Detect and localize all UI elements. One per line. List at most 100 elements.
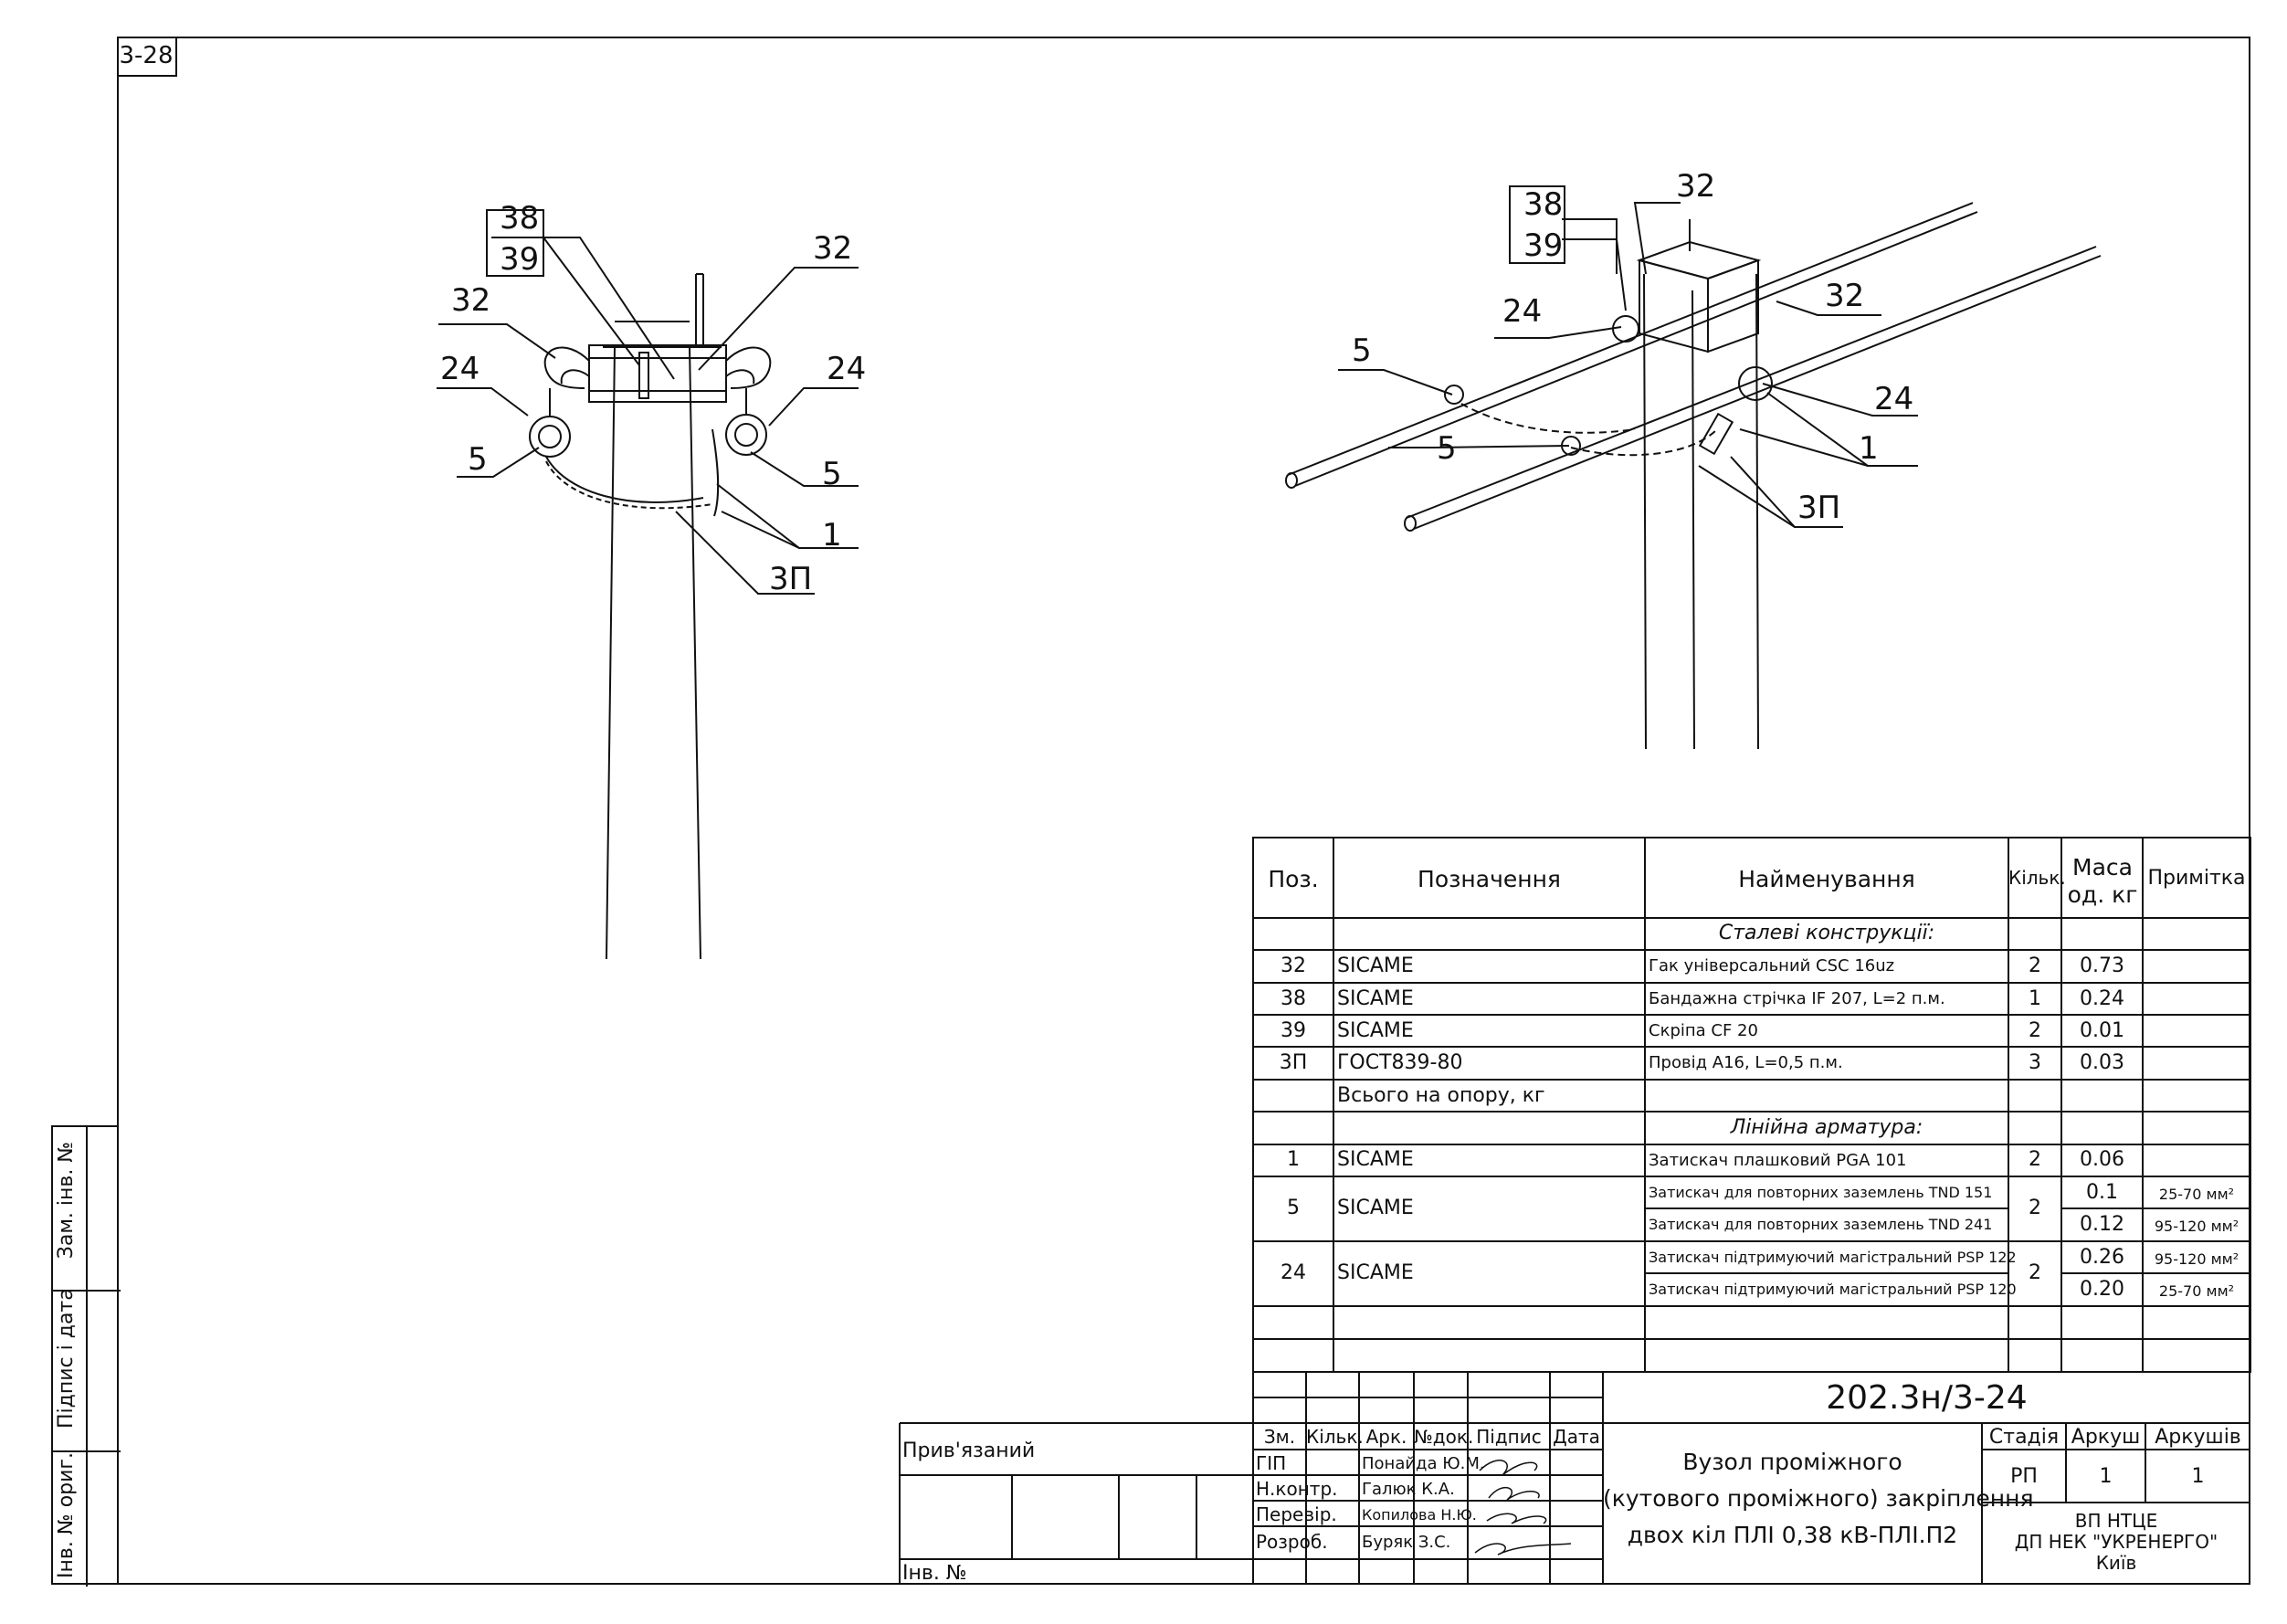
cell-designation: SICAME [1337, 954, 1414, 977]
cell-name: Затискач плашковий PGA 101 [1649, 1151, 1907, 1170]
left-callout-1: 1 [822, 517, 842, 554]
cell-mass: 0.03 [2080, 1051, 2124, 1074]
col-name-header: Найменування [1738, 866, 1915, 892]
sheets-value: 1 [2191, 1465, 2205, 1488]
attached-label: Прив'язаний [902, 1439, 1036, 1462]
role-norm-control: Н.контр. [1256, 1478, 1338, 1500]
cell-mass: 0.1 [2086, 1181, 2118, 1204]
right-callout-5-lower: 5 [1437, 430, 1457, 467]
cell-qty: 2 [2029, 954, 2041, 977]
cell-qty: 2 [2029, 1148, 2041, 1171]
cell-pos: 1 [1287, 1148, 1300, 1171]
col-count: Кільк. [1306, 1426, 1364, 1448]
stage-label: Стадія [1988, 1426, 2060, 1449]
right-view-drawing: 38 39 32 32 24 24 5 5 1 3П [1285, 168, 2102, 750]
name-gip: Понайда Ю.М. [1362, 1454, 1485, 1473]
sheet-label: Аркуш [2071, 1426, 2141, 1449]
left-callout-32-left: 32 [451, 282, 490, 319]
right-callout-32-side: 32 [1825, 278, 1864, 314]
cell-pos: 5 [1287, 1197, 1300, 1219]
cell-pos: 38 [1281, 987, 1306, 1010]
col-mass-header: Маса од. кг [2067, 854, 2138, 908]
left-view-drawing: 38 39 32 32 24 24 5 5 1 3П [437, 200, 866, 960]
cell-name: Провід А16, L=0,5 п.м. [1649, 1053, 1843, 1072]
left-callout-5-right: 5 [822, 456, 842, 492]
left-callout-3p: 3П [769, 561, 812, 597]
cell-pos: 3П [1279, 1051, 1308, 1074]
role-developed: Розроб. [1256, 1531, 1328, 1553]
drawing-frame [117, 37, 2250, 1585]
right-callout-38: 38 [1523, 186, 1563, 223]
role-checked: Перевір. [1256, 1503, 1337, 1525]
cell-designation: SICAME [1337, 1261, 1414, 1284]
cell-qty: 1 [2029, 987, 2041, 1010]
cell-note: 25-70 мм² [2158, 1282, 2235, 1300]
col-qty-header: Кільк. [2008, 867, 2066, 889]
col-change: Зм. [1263, 1426, 1296, 1448]
name-developed: Буряк З.С. [1362, 1533, 1451, 1552]
left-callout-38: 38 [500, 200, 539, 237]
cell-pos: 39 [1281, 1019, 1306, 1042]
right-callout-5-upper: 5 [1352, 332, 1372, 369]
cell-qty: 2 [2029, 1019, 2041, 1042]
total-label: Всього на опору, кг [1337, 1084, 1545, 1107]
right-callout-1: 1 [1859, 430, 1879, 467]
col-signature: Підпис [1476, 1426, 1542, 1448]
section-fittings: Лінійна арматура: [1730, 1116, 1923, 1139]
role-gip: ГІП [1256, 1452, 1287, 1474]
name-checked: Копилова Н.Ю. [1362, 1506, 1477, 1524]
cell-name: Затискач підтримуючий магістральний PSP … [1649, 1249, 2017, 1266]
cell-pos: 24 [1281, 1261, 1306, 1284]
col-doc-no: №док. [1414, 1426, 1474, 1448]
col-pos-header: Поз. [1268, 866, 1319, 892]
right-callout-24-right: 24 [1874, 381, 1913, 417]
cell-name: Бандажна стрічка IF 207, L=2 п.м. [1649, 989, 1945, 1008]
cell-name: Затискач для повторних заземлень TND 241 [1649, 1216, 1993, 1233]
cell-pos: 32 [1281, 954, 1306, 977]
title-line-2: (кутового проміжного) закріплення [1603, 1485, 2034, 1512]
cell-name: Затискач підтримуючий магістральний PSP … [1649, 1281, 2017, 1298]
inv-no-label: Інв. № [902, 1562, 967, 1585]
cell-name: Гак універсальний CSC 16uz [1649, 956, 1895, 975]
org-line-3: Київ [2095, 1552, 2137, 1574]
cell-mass: 0.20 [2080, 1278, 2124, 1301]
sheet-number: 3-28 [117, 37, 177, 77]
cell-note: 95-120 мм² [2154, 1218, 2240, 1235]
cell-name: Затискач для повторних заземлень TND 151 [1649, 1184, 1993, 1201]
org-line-1: ВП НТЦЕ [2074, 1510, 2158, 1532]
right-callout-39: 39 [1523, 227, 1563, 264]
right-callout-24-left: 24 [1502, 293, 1542, 330]
cell-name: Скріпа CF 20 [1649, 1021, 1758, 1040]
left-callout-5-left: 5 [468, 441, 488, 478]
left-callout-39: 39 [500, 241, 539, 278]
sheet-value: 1 [2099, 1465, 2113, 1488]
left-callout-24-left: 24 [440, 351, 480, 387]
col-date: Дата [1553, 1426, 1600, 1448]
right-callout-32-top: 32 [1676, 168, 1715, 205]
cell-mass: 0.12 [2080, 1213, 2124, 1236]
org-line-2: ДП НЕК "УКРЕНЕРГО" [2014, 1531, 2218, 1553]
cell-qty: 3 [2029, 1051, 2041, 1074]
cell-designation: SICAME [1337, 1197, 1414, 1219]
cell-designation: SICAME [1337, 1019, 1414, 1042]
side-stamp: Зам. інв. № Підпис і дата Інв. № ориг. [51, 1125, 121, 1587]
cell-mass: 0.24 [2080, 987, 2124, 1010]
left-callout-32-right: 32 [813, 230, 852, 267]
right-callout-3p: 3П [1797, 490, 1840, 526]
cell-designation: SICAME [1337, 1148, 1414, 1171]
cell-note: 25-70 мм² [2158, 1186, 2235, 1203]
title-line-3: двох кіл ПЛІ 0,38 кВ-ПЛІ.П2 [1627, 1522, 1958, 1548]
cell-note: 95-120 мм² [2154, 1250, 2240, 1268]
stage-value: РП [2010, 1465, 2038, 1488]
cell-qty: 2 [2029, 1261, 2041, 1284]
cell-designation: ГОСТ839-80 [1337, 1051, 1463, 1074]
drawing-code: 202.3н/3-24 [1826, 1379, 2028, 1417]
section-steel: Сталеві конструкції: [1718, 922, 1935, 944]
name-norm-control: Галюк К.А. [1362, 1480, 1455, 1499]
col-note-header: Примітка [2147, 867, 2246, 890]
cell-mass: 0.06 [2080, 1148, 2124, 1171]
col-sheet: Арк. [1365, 1426, 1407, 1448]
col-designation-header: Позначення [1418, 866, 1561, 892]
cell-mass: 0.01 [2080, 1019, 2124, 1042]
